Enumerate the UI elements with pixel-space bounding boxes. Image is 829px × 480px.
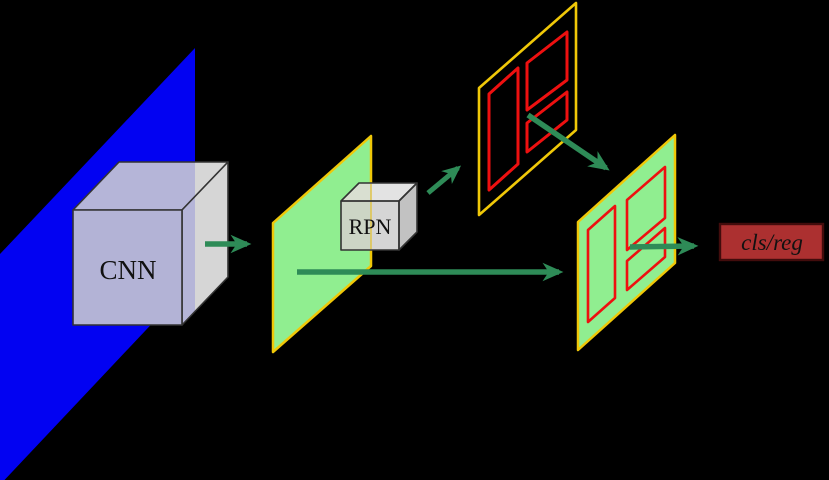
roi-box xyxy=(625,165,667,252)
output-box-rect xyxy=(718,222,825,262)
roi-box xyxy=(586,204,617,324)
rpn-cube-side-face xyxy=(399,183,417,250)
cnn-block: CNN xyxy=(72,161,229,326)
arrow-proposals-to-roi xyxy=(526,112,610,171)
proposal-box xyxy=(487,66,520,192)
output-box: cls/reg xyxy=(718,222,825,262)
rpn-cube-front-outline xyxy=(340,200,400,251)
proposals-panel xyxy=(477,1,578,217)
output-label: cls/reg xyxy=(741,230,803,255)
proposals-panel-border xyxy=(477,1,578,217)
cnn-label: CNN xyxy=(99,255,156,285)
rpn-label: RPN xyxy=(349,214,392,239)
roi-panel xyxy=(576,133,677,352)
rpn-cube-top-face xyxy=(341,183,417,201)
proposal-box xyxy=(525,90,569,154)
roi-box xyxy=(625,226,667,292)
arrow-roi-to-output xyxy=(629,237,699,256)
proposal-box xyxy=(525,30,569,112)
cnn-cube-front-face xyxy=(72,209,183,326)
arrow-rpn-to-proposals xyxy=(426,165,462,195)
rpn-block: RPN xyxy=(340,182,418,251)
